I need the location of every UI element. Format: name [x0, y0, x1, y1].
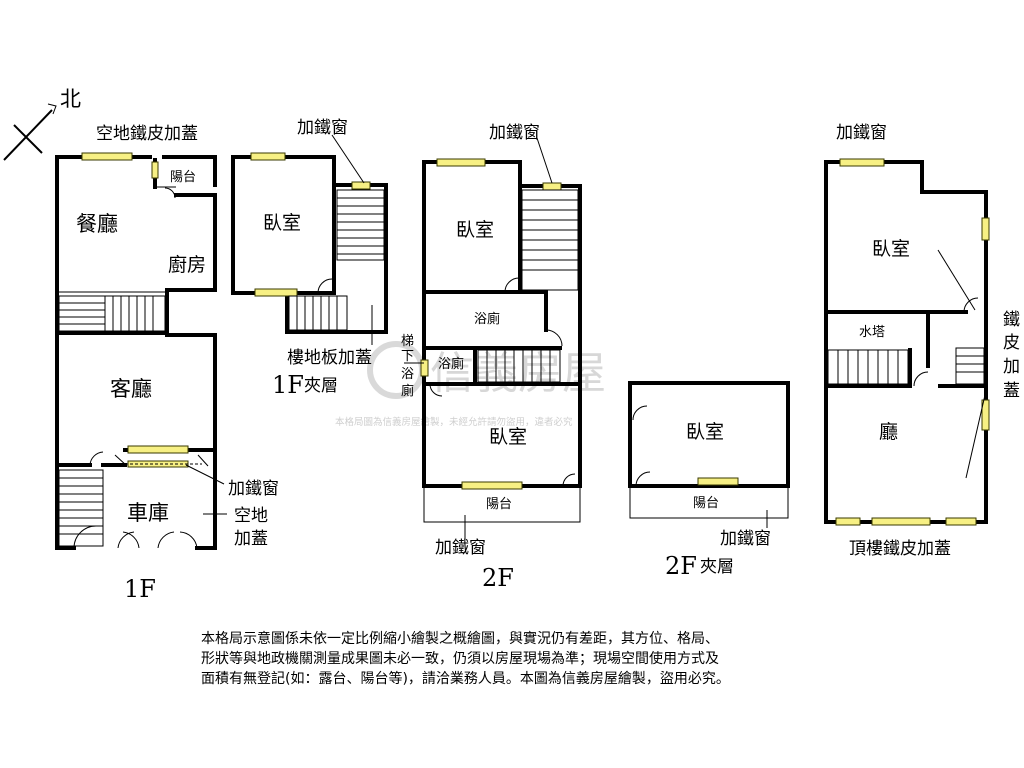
f1-floor-title: 1F: [124, 575, 156, 603]
roof-side-1: 鐵: [1003, 310, 1020, 330]
f1-room-dining: 餐廳: [76, 212, 118, 236]
f2-room-bath-small: 浴廁: [438, 356, 464, 372]
f2-room-bath: 浴廁: [474, 311, 500, 327]
roof-room-hall: 廳: [879, 421, 898, 443]
watermark-logo: [367, 341, 425, 399]
f1m-floor-suffix: 夾層: [304, 376, 338, 396]
f1-annotation-window: 加鐵窗: [228, 479, 279, 499]
f1-annotation-top: 空地鐵皮加蓋: [96, 124, 198, 144]
f2m-room-bedroom: 臥室: [686, 421, 724, 443]
watermark-notice: 本格局圖為信義房屋繪製，未經允許請勿盜用，違者必究: [335, 416, 573, 428]
north-label: 北: [60, 87, 81, 111]
disclaimer-line-1: 本格局示意圖係未依一定比例縮小繪製之概繪圖，與實況仍有差距，其方位、格局、: [201, 631, 719, 647]
roof-side-3: 加: [1003, 357, 1020, 377]
f1-room-kitchen: 廚房: [168, 253, 206, 276]
f1-annotation-yard-2: 加蓋: [234, 529, 268, 549]
disclaimer-line-2: 形狀等與地政機關測量成果圖未必一致，仍須以房屋現場為準；現場空間使用方式及: [201, 651, 719, 667]
roof-side-4: 蓋: [1003, 381, 1020, 401]
f1m-room-bedroom: 臥室: [263, 212, 301, 234]
disclaimer-text: 本格局示意圖係未依一定比例縮小繪製之概繪圖，與實況仍有差距，其方位、格局、 形狀…: [201, 629, 841, 689]
f1-annotation-yard-1: 空地: [234, 506, 268, 526]
f2-room-bedroom-top: 臥室: [456, 219, 494, 241]
f1m-floor-title: 1F: [272, 371, 304, 399]
disclaimer-line-3: 面積有無登記(如：露台、陽台等)，請洽業務人員。本圖為信義房屋繪製，盜用必究。: [201, 671, 730, 687]
f2-room-balcony: 陽台: [486, 497, 512, 512]
f2m-floor-suffix: 夾層: [700, 557, 734, 577]
roof-annotation-window: 加鐵窗: [836, 123, 887, 143]
floor-2f-mezzanine: 臥室 陽台 加鐵窗 2F 夾層: [628, 381, 790, 580]
floor-1f: 空地鐵皮加蓋 陽台 餐廳 廚房 客廳 車庫 加鐵窗 空地 加蓋 1F: [55, 124, 279, 603]
roof-floor-title: 頂樓鐵皮加蓋: [849, 539, 951, 559]
floor-1f-mezzanine: 加鐵窗 臥室 樓地板加蓋 1F 夾層: [231, 118, 388, 399]
watermark: 信義房屋 本格局圖為信義房屋繪製，未經允許請勿盜用，違者必究: [335, 341, 606, 428]
roof-side-2: 皮: [1003, 333, 1020, 353]
f1-room-balcony: 陽台: [170, 170, 196, 185]
f1-room-living: 客廳: [110, 377, 152, 401]
f1m-annotation-window: 加鐵窗: [297, 118, 348, 138]
f2-under-stair-2: 下: [401, 349, 414, 364]
f2-under-stair-4: 廁: [401, 383, 414, 399]
f2-under-stair-3: 浴: [401, 367, 414, 382]
f1m-annotation-slab: 樓地板加蓋: [287, 348, 372, 368]
roof-room-water-tower: 水塔: [859, 325, 885, 340]
roof-room-bedroom: 臥室: [872, 238, 910, 260]
f2-room-bedroom-bottom: 臥室: [489, 426, 527, 448]
f2-under-stair-1: 梯: [401, 334, 414, 349]
f2m-room-balcony: 陽台: [693, 496, 719, 511]
f2m-floor-title: 2F: [665, 552, 697, 580]
f2-annotation-window-top: 加鐵窗: [489, 123, 540, 143]
f2-floor-title: 2F: [482, 564, 514, 592]
f1-room-garage: 車庫: [127, 501, 169, 525]
f2-annotation-window-bottom: 加鐵窗: [435, 538, 486, 558]
watermark-brand: 信義房屋: [430, 348, 606, 399]
north-compass: 北: [3, 87, 81, 161]
floor-roof: 加鐵窗 臥室 水塔 廳 鐵 皮 加 蓋 頂樓鐵皮加蓋: [824, 123, 1020, 559]
floor-2f: 加鐵窗 臥室 浴廁 浴廁 臥室 陽台 梯 下 浴 廁 加鐵窗 2F: [401, 123, 582, 592]
f2m-annotation-window: 加鐵窗: [720, 529, 771, 549]
